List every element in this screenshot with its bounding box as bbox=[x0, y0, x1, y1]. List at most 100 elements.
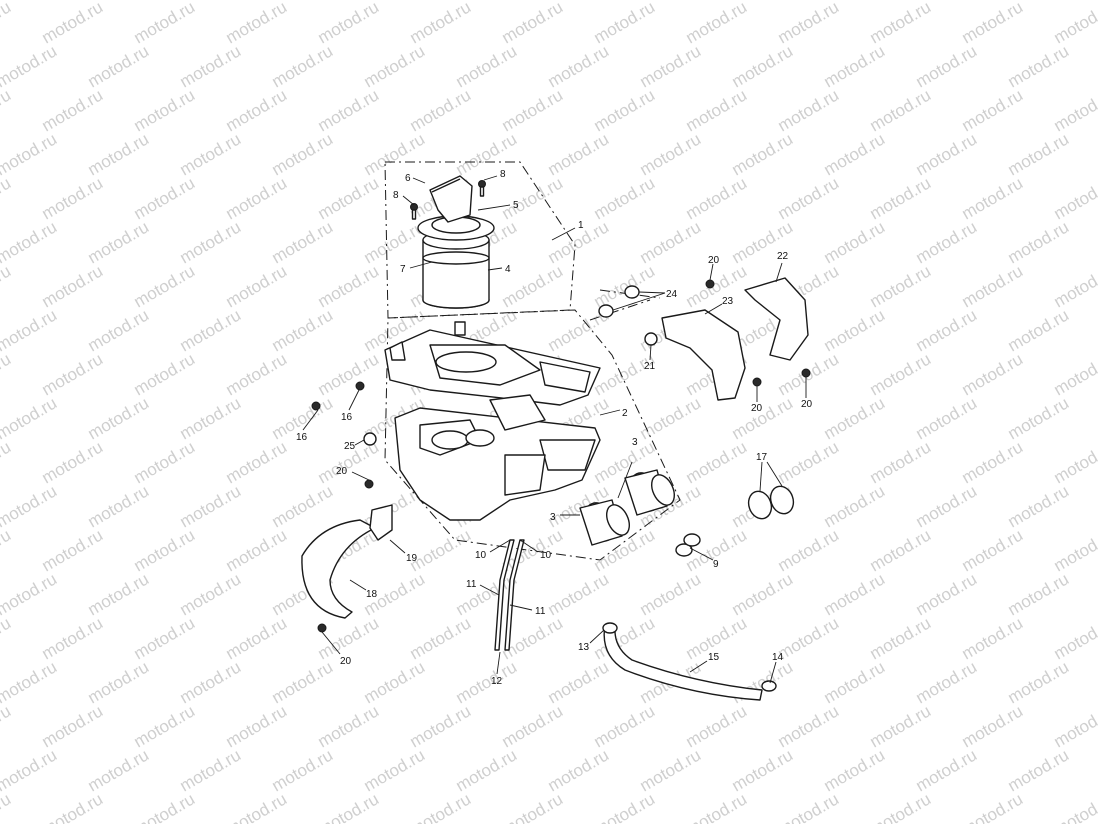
watermark-text: motod.ru bbox=[821, 41, 889, 91]
air-filter-element bbox=[417, 175, 495, 309]
callout-20: 20 bbox=[340, 656, 352, 667]
watermark-text: motod.ru bbox=[177, 481, 245, 531]
watermark-text: motod.ru bbox=[683, 85, 751, 135]
watermark-text: motod.ru bbox=[85, 393, 153, 443]
watermark-text: motod.ru bbox=[361, 657, 429, 707]
callout-8: 8 bbox=[500, 169, 506, 180]
watermark-text: motod.ru bbox=[0, 0, 60, 3]
watermark-text: motod.ru bbox=[1005, 129, 1073, 179]
watermark-text: motod.ru bbox=[0, 437, 14, 487]
watermark-text: motod.ru bbox=[775, 437, 843, 487]
watermark-text: motod.ru bbox=[959, 437, 1027, 487]
watermark-text: motod.ru bbox=[821, 393, 889, 443]
watermark-text: motod.ru bbox=[177, 305, 245, 355]
callout-labels: 1 2 3 3 4 5 6 7 8 8 9 10 10 11 11 12 13 … bbox=[296, 169, 813, 687]
watermark-text: motod.ru bbox=[1005, 745, 1073, 795]
watermark-text: motod.ru bbox=[683, 701, 751, 751]
watermark-text: motod.ru bbox=[85, 569, 153, 619]
watermark-text: motod.ru bbox=[775, 0, 843, 47]
watermark-text: motod.ru bbox=[131, 349, 199, 399]
watermark-text: motod.ru bbox=[1005, 217, 1073, 267]
watermark-text: motod.ru bbox=[0, 305, 60, 355]
watermark-text: motod.ru bbox=[1005, 41, 1073, 91]
watermark-text: motod.ru bbox=[453, 657, 521, 707]
watermark-text: motod.ru bbox=[913, 745, 981, 795]
watermark-text: motod.ru bbox=[131, 261, 199, 311]
watermark-text: motod.ru bbox=[545, 569, 613, 619]
watermark-text: motod.ru bbox=[223, 701, 291, 751]
watermark-text: motod.ru bbox=[85, 745, 153, 795]
watermark-text: motod.ru bbox=[867, 261, 935, 311]
callout-22: 22 bbox=[777, 251, 789, 262]
watermark-text: motod.ru bbox=[0, 481, 60, 531]
watermark-text: motod.ru bbox=[1051, 85, 1098, 135]
watermark-text: motod.ru bbox=[683, 437, 751, 487]
watermark-text: motod.ru bbox=[223, 613, 291, 663]
watermark-text: motod.ru bbox=[1005, 305, 1073, 355]
watermark-text: motod.ru bbox=[39, 0, 107, 47]
callout-20: 20 bbox=[336, 466, 348, 477]
watermark-text: motod.ru bbox=[729, 129, 797, 179]
drain-hose bbox=[494, 539, 525, 651]
watermark-text: motod.ru bbox=[0, 789, 14, 824]
watermark-text: motod.ru bbox=[959, 789, 1027, 824]
callout-24: 24 bbox=[666, 289, 678, 300]
watermark-text: motod.ru bbox=[0, 569, 60, 619]
watermark-text: motod.ru bbox=[407, 701, 475, 751]
watermark-text: motod.ru bbox=[315, 701, 383, 751]
watermark-text: motod.ru bbox=[499, 789, 567, 824]
watermark-text: motod.ru bbox=[1051, 613, 1098, 663]
watermark-text: motod.ru bbox=[545, 657, 613, 707]
watermark-text: motod.ru bbox=[591, 261, 659, 311]
assembly-outline bbox=[384, 161, 681, 561]
watermark-text: motod.ru bbox=[683, 261, 751, 311]
watermark-text: motod.ru bbox=[959, 261, 1027, 311]
watermark-text: motod.ru bbox=[223, 349, 291, 399]
watermark-text: motod.ru bbox=[39, 261, 107, 311]
watermark-text: motod.ru bbox=[0, 525, 14, 575]
watermark-text: motod.ru bbox=[959, 0, 1027, 47]
watermark-text: motod.ru bbox=[223, 789, 291, 824]
watermark-text: motod.ru bbox=[407, 613, 475, 663]
callout-11: 11 bbox=[535, 606, 546, 617]
watermark-text: motod.ru bbox=[913, 569, 981, 619]
watermark-text: motod.ru bbox=[867, 437, 935, 487]
watermark-text: motod.ru bbox=[0, 261, 14, 311]
callout-18: 18 bbox=[366, 589, 378, 600]
watermark-text: motod.ru bbox=[269, 481, 337, 531]
watermark-text: motod.ru bbox=[177, 569, 245, 619]
air-box-housing bbox=[394, 394, 601, 521]
callout-13: 13 bbox=[578, 642, 590, 653]
callout-10: 10 bbox=[540, 550, 552, 561]
watermark-text: motod.ru bbox=[867, 85, 935, 135]
watermark-text: motod.ru bbox=[499, 85, 567, 135]
callout-20: 20 bbox=[708, 255, 720, 266]
watermark-text: motod.ru bbox=[1051, 525, 1098, 575]
watermark-text: motod.ru bbox=[867, 525, 935, 575]
watermark-text: motod.ru bbox=[545, 129, 613, 179]
watermark-text: motod.ru bbox=[637, 41, 705, 91]
watermark-text: motod.ru bbox=[821, 305, 889, 355]
watermark-text: motod.ru bbox=[959, 525, 1027, 575]
callout-20: 20 bbox=[751, 403, 763, 414]
callout-23: 23 bbox=[722, 296, 734, 307]
watermark-text: motod.ru bbox=[0, 129, 60, 179]
side-cover bbox=[301, 504, 393, 619]
watermark-text: motod.ru bbox=[453, 41, 521, 91]
watermark-text: motod.ru bbox=[39, 701, 107, 751]
watermark-text: motod.ru bbox=[0, 217, 60, 267]
watermark-text: motod.ru bbox=[1005, 481, 1073, 531]
watermark-text: motod.ru bbox=[683, 789, 751, 824]
watermark-text: motod.ru bbox=[0, 393, 60, 443]
watermark-text: motod.ru bbox=[913, 481, 981, 531]
watermark-text: motod.ru bbox=[177, 745, 245, 795]
watermark-text: motod.ru bbox=[361, 129, 429, 179]
watermark-text: motod.ru bbox=[269, 217, 337, 267]
watermark-text: motod.ru bbox=[223, 437, 291, 487]
watermark-text: motod.ru bbox=[637, 217, 705, 267]
watermark-text: motod.ru bbox=[223, 525, 291, 575]
watermark-text: motod.ru bbox=[131, 85, 199, 135]
watermark-text: motod.ru bbox=[269, 41, 337, 91]
watermark-text: motod.ru bbox=[683, 0, 751, 47]
